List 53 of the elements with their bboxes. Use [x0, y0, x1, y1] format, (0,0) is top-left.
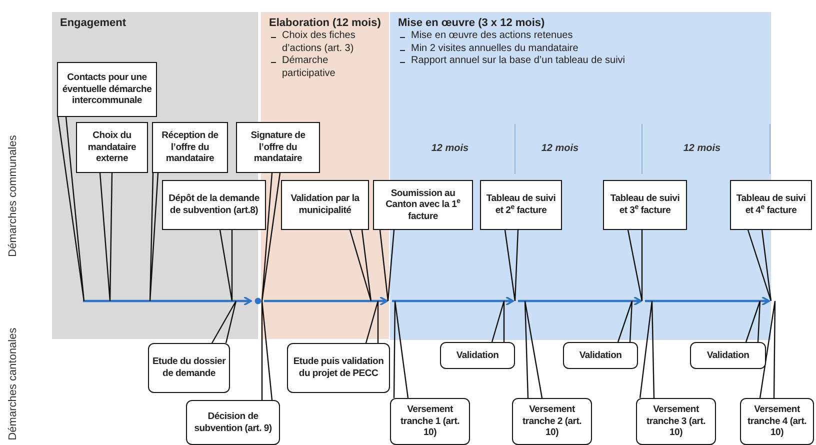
callout-pointer [393, 300, 409, 399]
cantonal-callout: Validation [440, 342, 515, 369]
communal-callout: Dépôt de la demande de subvention (art.8) [162, 180, 266, 230]
phase-bullet: Min 2 visites annuelles du mandataire [398, 42, 763, 55]
duration-label: 12 mois [682, 143, 722, 154]
callout-pointer [57, 116, 85, 302]
communal-callout: Réception de l’offre du mandataire [152, 122, 228, 173]
callout-pointer [617, 300, 633, 343]
callout-pointer [261, 300, 273, 401]
callout-pointer [745, 300, 761, 343]
callout-pointer [149, 172, 159, 302]
cantonal-callout: Versement tranche 1 (art. 10) [390, 398, 470, 445]
communal-callout: Tableau de suivi et 3$^{e}$ facture [603, 180, 687, 230]
cantonal-callout: Validation [690, 342, 766, 369]
callout-pointer [99, 172, 113, 302]
communal-callout: Tableau de suivi et 2$^{e}$ facture [480, 180, 562, 230]
cantonal-callout: Versement tranche 3 (art. 10) [636, 398, 716, 445]
lane-label: Démarches communales [7, 134, 19, 259]
phase-bullet: Mise en œuvre des actions retenues [398, 30, 763, 42]
cantonal-callout: Décision de subvention (art. 9) [186, 400, 280, 445]
duration-label: 12 mois [540, 143, 580, 154]
communal-callout: Choix du mandataire externe [76, 122, 148, 173]
callout-pointer [747, 229, 772, 302]
communal-callout: Signature de l’offre du mandataire [236, 122, 320, 173]
callout-pointer [219, 229, 233, 302]
phase-heading: Engagement [60, 17, 128, 29]
lane-label: Démarches cantonales [7, 326, 19, 442]
callout-pointer [365, 300, 379, 344]
callout-pointer [759, 300, 776, 399]
callout-pointer [349, 229, 372, 302]
cantonal-callout: Etude puis validation du projet de PECC [287, 343, 390, 393]
communal-callout: Soumission au Canton avec la 1$^{e}$ facture [373, 180, 473, 230]
phase-heading: Elaboration (12 mois) [269, 17, 381, 29]
phase-heading: Mise en œuvre (3 x 12 mois) [398, 17, 546, 29]
communal-callout: Contacts pour une éventuelle démarche intercommunale [57, 62, 157, 117]
communal-callout: Validation par la municipalité [281, 180, 369, 230]
communal-callout: Tableau de suivi et 4$^{e}$ facture [730, 180, 812, 230]
cantonal-callout: Versement tranche 2 (art. 10) [512, 398, 592, 445]
callout-pointer [639, 300, 655, 399]
phase-bullet: Rapport annuel sur la base d’un tableau de suivi [398, 55, 763, 68]
cantonal-callout: Etude du dossier de demande [148, 343, 230, 393]
duration-label: 12 mois [430, 143, 470, 154]
phase-bullet: Choix des fiches d’actions (art. 3) [269, 30, 381, 55]
cantonal-callout: Versement tranche 4 (art. 10) [740, 398, 814, 445]
callout-pointer [627, 229, 643, 302]
phase-bullet: Démarche participative [269, 55, 381, 80]
callout-pointer [491, 300, 505, 343]
callout-pointer [379, 229, 395, 302]
cantonal-callout: Validation [563, 342, 638, 369]
callout-pointer [504, 229, 519, 302]
callout-pointer [524, 300, 543, 399]
callout-pointer [211, 300, 237, 344]
callout-pointer [261, 172, 281, 302]
